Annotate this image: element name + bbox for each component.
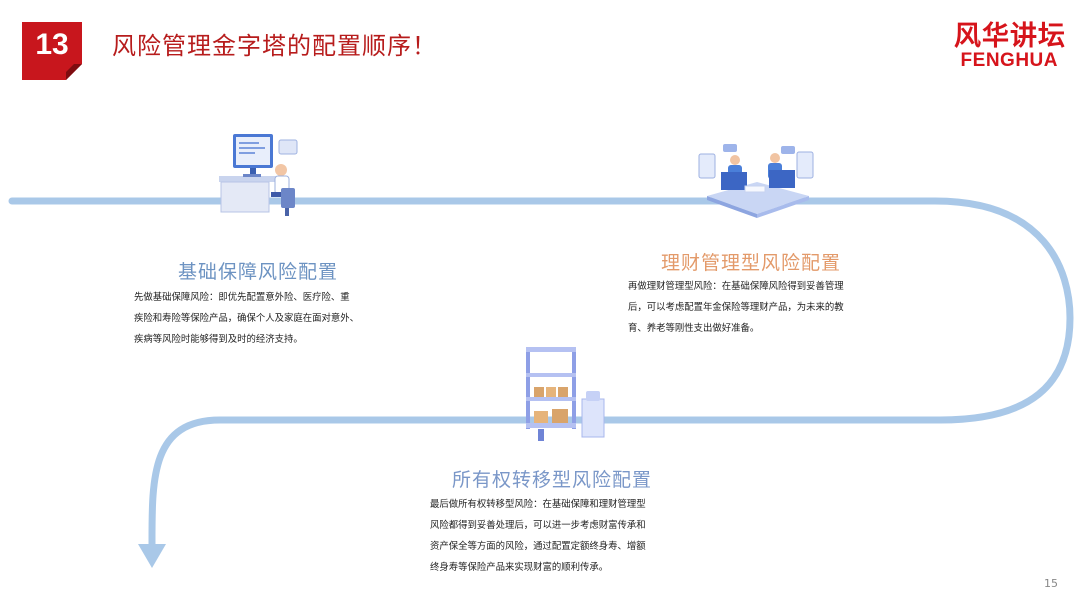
text-line: 疾病等风险时能够得到及时的经济支持。 — [134, 334, 303, 345]
storage-shelf-illustration — [526, 347, 605, 441]
text-line: 育、养老等刚性支出做好准备。 — [628, 323, 760, 334]
text-line: 最后做所有权转移型风险：在基础保障和理财管理型 — [430, 499, 646, 510]
text-line: 资产保全等方面的风险，通过配置定额终身寿、增额 — [430, 541, 646, 552]
text-line: 疾险和寿险等保险产品，确保个人及家庭在面对意外、 — [134, 313, 360, 324]
section-body-basic-protection: 先做基础保障风险：即优先配置意外险、医疗险、重 疾险和寿险等保险产品，确保个人及… — [134, 287, 359, 350]
section-body-wealth-management: 再做理财管理型风险：在基础保障风险得到妥善管理 后，可以考虑配置年金保险等理财产… — [628, 276, 844, 339]
text-line: 后，可以考虑配置年金保险等理财产品，为未来的教 — [628, 302, 844, 313]
section-title-ownership-transfer: 所有权转移型风险配置 — [452, 469, 653, 491]
page-number: 15 — [1044, 577, 1058, 590]
text-line: 终身寿等保险产品来实现财富的顺利传承。 — [430, 562, 609, 573]
computer-worker-illustration — [219, 134, 298, 216]
section-title-basic-protection: 基础保障风险配置 — [178, 261, 339, 283]
text-line: 再做理财管理型风险：在基础保障风险得到妥善管理 — [628, 281, 844, 292]
brand-logo-en: FENGHUA — [960, 50, 1058, 71]
section-title-wealth-management: 理财管理型风险配置 — [661, 252, 842, 274]
slide-number-badge — [22, 22, 82, 80]
brand-logo-cn: 风华讲坛 — [954, 21, 1066, 52]
text-line: 风险都得到妥善处理后，可以进一步考虑财富传承和 — [430, 520, 646, 531]
page-title: 风险管理金字塔的配置顺序！ — [112, 32, 437, 60]
text-line: 先做基础保障风险：即优先配置意外险、医疗险、重 — [134, 292, 350, 303]
section-body-ownership-transfer: 最后做所有权转移型风险：在基础保障和理财管理型 风险都得到妥善处理后，可以进一步… — [430, 494, 646, 578]
customer-service-illustration — [698, 144, 814, 218]
slide-number: 13 — [35, 28, 69, 61]
path-arrowhead — [138, 544, 166, 568]
